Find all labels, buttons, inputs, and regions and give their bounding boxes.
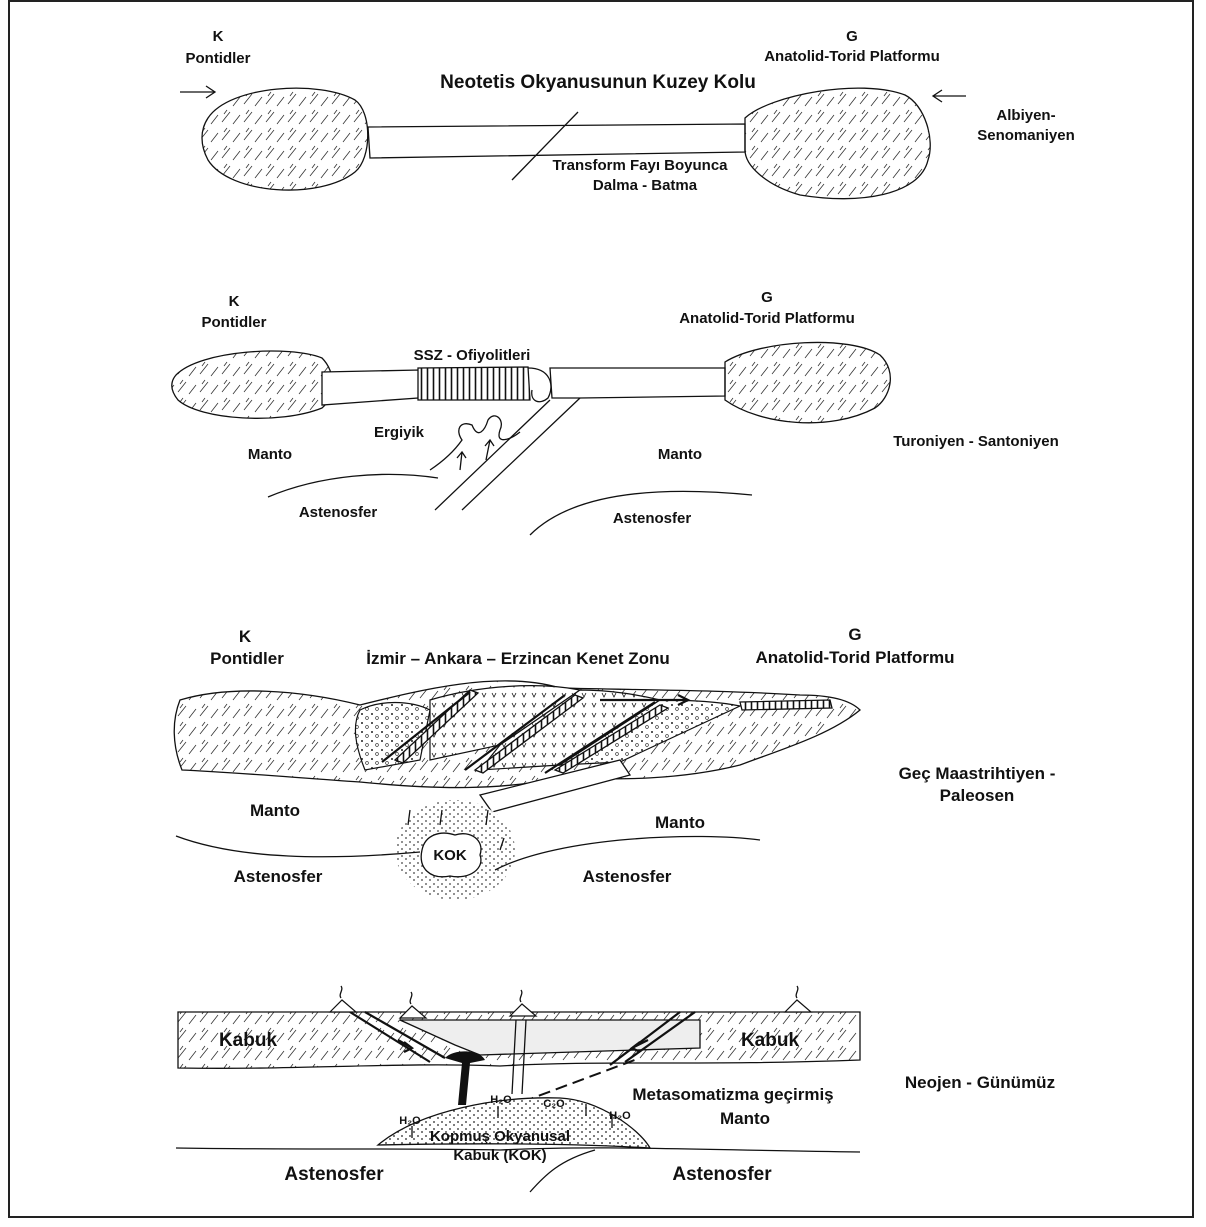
south-letter-3: G bbox=[848, 625, 861, 644]
ssz-label: SSZ - Ofiyolitleri bbox=[414, 347, 531, 364]
accretion-melange-1 bbox=[355, 703, 430, 771]
oceanic-crust-left bbox=[322, 370, 420, 405]
astheno-left-label: Astenosfer bbox=[299, 504, 378, 521]
transform-label-2: Dalma - Batma bbox=[593, 177, 698, 194]
age-line-2-3: Paleosen bbox=[940, 786, 1015, 805]
anatolide-crust bbox=[745, 88, 930, 199]
kok-label: KOK bbox=[433, 847, 467, 864]
suture-zone-label: İzmir – Ankara – Erzincan Kenet Zonu bbox=[366, 649, 670, 668]
asthenosphere-right-boundary-3 bbox=[495, 836, 760, 870]
crust-left-label: Kabuk bbox=[219, 1030, 278, 1051]
astheno-right-label-4: Astenosfer bbox=[672, 1164, 772, 1185]
volcano-1 bbox=[330, 1000, 356, 1012]
age-label-4: Neojen - Günümüz bbox=[905, 1073, 1055, 1092]
melt-label: Ergiyik bbox=[374, 424, 425, 441]
mantle-left-label: Manto bbox=[248, 446, 292, 463]
transform-label-1: Transform Fayı Boyunca bbox=[552, 157, 728, 174]
north-name-2: Pontidler bbox=[201, 314, 266, 331]
metasomatized-mantle-line-1: Metasomatizma geçirmiş bbox=[632, 1085, 833, 1104]
south-letter: G bbox=[846, 28, 858, 45]
metasomatized-mantle-line-2: Manto bbox=[720, 1109, 770, 1128]
crust-right-label: Kabuk bbox=[741, 1030, 800, 1051]
mantle-right-label: Manto bbox=[658, 446, 702, 463]
intrusion-dyke-black bbox=[445, 1051, 485, 1105]
panel-gec-maastrihtiyen-paleosen: K Pontidler G Anatolid-Torid Platformu İ… bbox=[174, 625, 1055, 900]
asthenosphere-left-boundary bbox=[268, 474, 438, 497]
h2o-label-right: H₂O bbox=[609, 1110, 631, 1122]
ophiolite-nappe-top bbox=[740, 700, 832, 710]
south-letter-2: G bbox=[761, 289, 773, 306]
kok-line-2: Kabuk (KOK) bbox=[453, 1147, 546, 1164]
co2-label: C₂O bbox=[543, 1098, 565, 1110]
pontides-crust bbox=[202, 88, 368, 190]
astheno-left-label-4: Astenosfer bbox=[284, 1164, 384, 1185]
pontides-crust-2 bbox=[172, 351, 333, 418]
anatolide-crust-2 bbox=[725, 342, 890, 422]
north-name-3: Pontidler bbox=[210, 649, 284, 668]
ocean-title: Neotetis Okyanusunun Kuzey Kolu bbox=[440, 72, 756, 93]
age-line-2: Senomaniyen bbox=[977, 127, 1075, 144]
melt-diapir bbox=[430, 416, 520, 470]
north-letter-3: K bbox=[239, 627, 252, 646]
north-letter: K bbox=[213, 28, 224, 45]
oceanic-crust bbox=[368, 124, 745, 158]
h2o-label-left: H₂O bbox=[399, 1115, 421, 1127]
age-line-1-3: Geç Maastrihtiyen - bbox=[899, 764, 1056, 783]
arrow-north bbox=[180, 86, 215, 98]
volcano-4 bbox=[785, 1000, 811, 1012]
volcano-3 bbox=[510, 1004, 536, 1016]
mantle-left-label-3: Manto bbox=[250, 801, 300, 820]
subducting-slab bbox=[435, 398, 580, 510]
age-label-2: Turoniyen - Santoniyen bbox=[893, 433, 1059, 450]
age-line-1: Albiyen- bbox=[996, 107, 1055, 124]
kok-line-1: Kopmuş Okyanusal bbox=[430, 1128, 570, 1145]
panel-turoniyen-santoniyen: K Pontidler G Anatolid-Torid Platformu S… bbox=[172, 289, 1059, 535]
panel-albiyen-senomaniyen: K Pontidler G Anatolid-Torid Platformu N… bbox=[180, 28, 1075, 199]
astheno-left-label-3: Astenosfer bbox=[234, 867, 323, 886]
north-letter-2: K bbox=[229, 293, 240, 310]
astheno-right-label-3: Astenosfer bbox=[583, 867, 672, 886]
volcano-plumes bbox=[340, 986, 798, 1004]
asthenosphere-left-boundary-3 bbox=[176, 836, 420, 857]
arrow-south bbox=[933, 90, 966, 102]
ssz-ophiolite bbox=[418, 367, 530, 400]
panel-neojen-gunumuz: Kabuk Kabuk Metasomatizma geçirmiş Manto… bbox=[176, 986, 1055, 1192]
melt-arrows bbox=[457, 440, 494, 470]
north-name: Pontidler bbox=[185, 50, 250, 67]
oceanic-crust-right bbox=[550, 368, 725, 398]
astheno-right-label: Astenosfer bbox=[613, 510, 692, 527]
h2o-label-center: H₂O bbox=[490, 1094, 512, 1106]
south-name-2: Anatolid-Torid Platformu bbox=[679, 310, 855, 327]
south-name-3: Anatolid-Torid Platformu bbox=[756, 648, 955, 667]
south-name: Anatolid-Torid Platformu bbox=[764, 48, 940, 65]
mantle-right-label-3: Manto bbox=[655, 813, 705, 832]
ophiolite-fold bbox=[528, 368, 551, 402]
